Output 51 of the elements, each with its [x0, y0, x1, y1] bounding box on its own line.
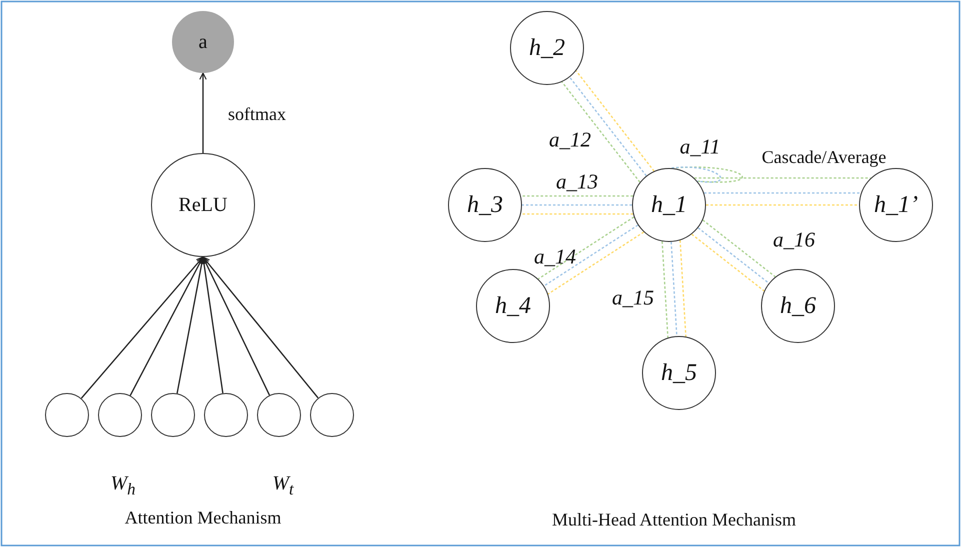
weight-label: W$_{h}$ — [110, 472, 136, 500]
arrow — [202, 256, 270, 396]
dashed-connector — [548, 232, 644, 295]
dashed-connector — [522, 204, 632, 206]
edge-label: a_15 — [611, 286, 655, 310]
dashed-connector — [662, 241, 669, 338]
panel-caption: Multi-Head Attention Mechanism — [552, 510, 796, 530]
empty-circle — [204, 393, 248, 437]
node-label: h_3 — [467, 192, 503, 218]
loop-connector — [672, 166, 722, 183]
node-label: h_4 — [495, 292, 531, 320]
node-label: h_1 — [651, 192, 687, 218]
dashed-connector — [538, 216, 634, 280]
edge-label: a_11 — [678, 135, 722, 159]
empty-circle — [151, 393, 195, 437]
node-label: h_6 — [780, 292, 816, 320]
dashed-connector — [670, 242, 678, 336]
node-label: a — [198, 30, 208, 54]
node-label: ReLU — [178, 194, 228, 216]
dashed-connector — [576, 70, 655, 172]
weight-label: W$_{t}$ — [272, 472, 294, 500]
panel-caption: Attention Mechanism — [124, 508, 282, 528]
dashed-connector — [704, 192, 861, 194]
dashed-connector — [561, 81, 640, 183]
empty-circle — [310, 393, 354, 437]
dashed-connector — [706, 204, 859, 206]
arrow — [80, 256, 204, 399]
empty-circle — [98, 393, 142, 437]
arrow — [202, 256, 319, 398]
empty-circle — [45, 393, 89, 437]
edge-label: a_16 — [772, 228, 816, 252]
node-label: h_2 — [529, 34, 565, 62]
dashed-connector — [694, 177, 871, 179]
edge-label: Cascade/Average — [760, 148, 888, 168]
dashed-connector — [691, 234, 765, 292]
edge-label: a_14 — [533, 245, 577, 269]
arrow — [199, 72, 207, 153]
dashed-connector — [569, 76, 647, 176]
node-label: h_5 — [661, 360, 697, 386]
dashed-connector — [698, 227, 770, 284]
dashed-connector — [679, 240, 686, 337]
edge-label: a_12 — [548, 128, 592, 152]
node-label: h_1’ — [874, 192, 918, 218]
empty-circle — [257, 393, 301, 437]
dashed-connector — [544, 224, 638, 286]
dashed-connector — [520, 213, 634, 215]
dashed-connector — [520, 195, 634, 197]
circle-node — [632, 168, 706, 242]
arrow — [130, 256, 204, 396]
dashed-connector — [702, 220, 776, 278]
edge-label: a_13 — [555, 170, 599, 194]
